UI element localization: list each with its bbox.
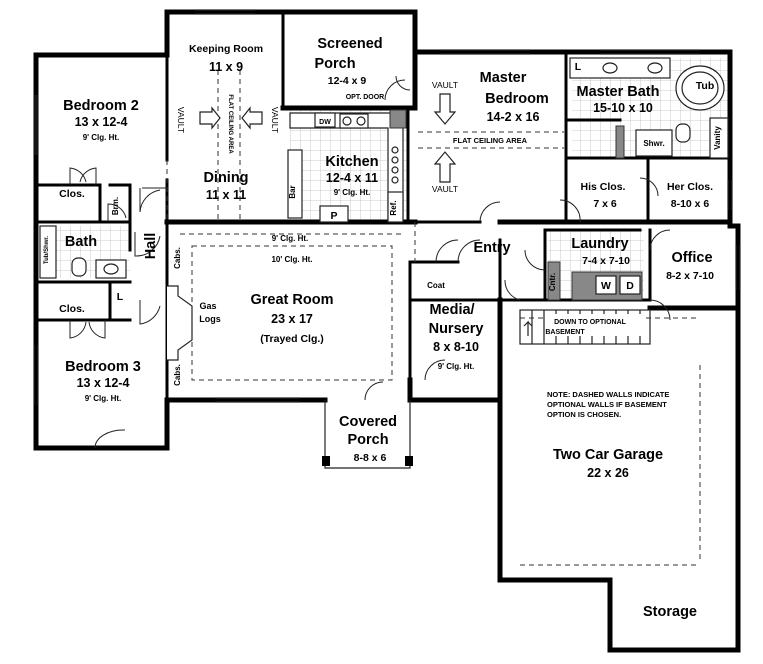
dryer-label: D [626, 280, 634, 292]
shower-label: Shwr. [643, 139, 664, 148]
master-vault-top: VAULT [432, 80, 458, 90]
covered-porch-dim: 8-8 x 6 [354, 452, 387, 464]
bar-label: Bar [288, 185, 297, 198]
stairs-label-line1: DOWN TO OPTIONAL [554, 319, 627, 326]
stairs [519, 309, 651, 345]
kitchen-counters [287, 109, 407, 223]
dining-name: Dining [203, 170, 248, 186]
great-room-ceiling-9: 9' Clg. Ht. [272, 234, 309, 243]
master-flat-ceiling: FLAT CEILING AREA [453, 136, 528, 145]
garage-note-line1: NOTE: DASHED WALLS INDICATE [547, 390, 669, 399]
refrigerator-label: Ref. [389, 200, 398, 215]
kitchen-dim: 12-4 x 11 [326, 171, 378, 185]
great-room-ceiling-10: 10' Clg. Ht. [271, 255, 312, 264]
covered-porch-structure [322, 400, 413, 469]
pantry-label: P [330, 210, 337, 222]
kitchen-ceiling: 9' Clg. Ht. [334, 188, 371, 197]
dining-flat-ceiling: FLAT CEILING AREA [227, 94, 233, 154]
master-bath-name: Master Bath [577, 84, 660, 100]
his-closet-dim: 7 x 6 [593, 198, 617, 210]
coat-closet-label: Coat [427, 281, 445, 290]
storage-name: Storage [643, 604, 697, 620]
windows [33, 9, 741, 405]
doors [69, 75, 671, 449]
master-bedroom-name-1: Master [480, 70, 527, 86]
opt-door-label: OPT. DOOR [346, 94, 385, 101]
office-dim: 8-2 x 7-10 [666, 270, 714, 282]
screened-porch-name-2: Porch [314, 56, 355, 72]
garage-dim: 22 x 26 [587, 466, 629, 480]
gas-logs-line2: Logs [199, 314, 221, 324]
media-name-2: Nursery [429, 321, 484, 337]
vanity-label: Vanity [713, 126, 722, 150]
garage-name: Two Car Garage [553, 447, 663, 463]
bedroom2-closet-label: Clos. [59, 188, 85, 200]
laundry-dim: 7-4 x 7-10 [582, 255, 630, 267]
keeping-room-name: Keeping Room [189, 43, 263, 55]
her-closet-dim: 8-10 x 6 [671, 198, 710, 210]
gas-logs-line1: Gas [199, 301, 216, 311]
garage-note-line3: OPTION IS CHOSEN. [547, 410, 621, 419]
stairs-label-line2: BASEMENT [545, 329, 585, 336]
her-closet-name: Her Clos. [667, 181, 713, 193]
dishwasher-label: DW [319, 119, 331, 126]
covered-porch-name-2: Porch [347, 432, 388, 448]
great-room-name: Great Room [251, 292, 334, 308]
media-name-1: Media/ [429, 302, 474, 318]
cabinets-label-upper: Cabs. [173, 247, 182, 269]
kitchen-name: Kitchen [325, 154, 378, 170]
keeping-room-dim: 11 x 9 [209, 60, 243, 74]
bedroom3-name: Bedroom 3 [65, 359, 141, 375]
master-bedroom-name-2: Bedroom [485, 91, 549, 107]
fireplace [167, 285, 193, 361]
tubshower-label: Tub/Shwr. [44, 236, 50, 265]
vault-label-left: VAULT [176, 107, 186, 133]
bedroom2-name: Bedroom 2 [63, 98, 139, 114]
vault-label-right: VAULT [270, 107, 280, 133]
master-bath-dim: 15-10 x 10 [593, 101, 653, 115]
dining-dim: 11 x 11 [206, 188, 246, 202]
vault-arrows [199, 93, 457, 183]
bedroom3-dim: 13 x 12-4 [77, 376, 130, 390]
hall-name: Hall [143, 233, 159, 260]
broom-closet-label: Brm. [111, 197, 120, 215]
covered-porch-name-1: Covered [339, 414, 397, 430]
media-ceiling: 9' Clg. Ht. [438, 362, 475, 371]
laundry-name: Laundry [571, 236, 628, 252]
washer-label: W [601, 280, 611, 292]
exterior-walls [33, 9, 741, 653]
cabinets-label-lower: Cabs. [173, 364, 182, 386]
bedroom3-ceiling: 9' Clg. Ht. [85, 394, 122, 403]
great-room-dim: 23 x 17 [271, 312, 313, 326]
bedroom2-dim: 13 x 12-4 [75, 115, 128, 129]
media-dim: 8 x 8-10 [433, 340, 479, 354]
bedroom2-ceiling: 9' Clg. Ht. [83, 133, 120, 142]
master-vault-bottom: VAULT [432, 184, 458, 194]
bath-name: Bath [65, 234, 97, 250]
entry-name: Entry [473, 240, 510, 256]
his-closet-name: His Clos. [581, 181, 626, 193]
bedroom3-closet-label: Clos. [59, 303, 85, 315]
master-linen-label: L [575, 61, 582, 73]
garage-note-line2: OPTIONAL WALLS IF BASEMENT [547, 400, 667, 409]
master-bedroom-dim: 14-2 x 16 [487, 110, 540, 124]
dashed-lines [166, 70, 701, 566]
screened-porch-dim: 12-4 x 9 [328, 75, 367, 87]
great-room-note: (Trayed Clg.) [260, 333, 324, 345]
bath-fixtures [39, 57, 729, 301]
screened-porch-name-1: Screened [317, 36, 382, 52]
counter-label: Cntr. [548, 273, 557, 291]
tub-label: Tub [696, 80, 714, 92]
office-name: Office [671, 250, 712, 266]
linen-label: L [117, 291, 124, 303]
